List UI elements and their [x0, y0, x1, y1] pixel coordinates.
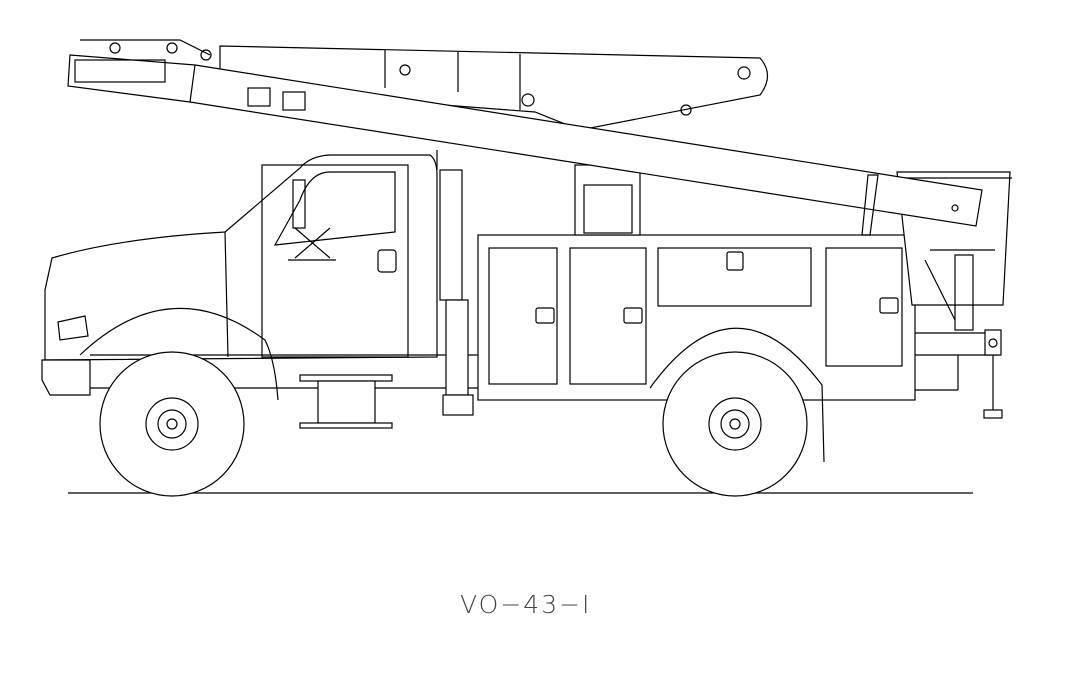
- cab-step: [299, 374, 393, 429]
- upper-boom: [219, 45, 769, 131]
- boom-pedestal: [574, 164, 641, 236]
- front-wheel: [99, 351, 245, 497]
- lower-boom: [67, 39, 983, 236]
- model-label: VO−43−I: [460, 590, 592, 619]
- rear-fender: [649, 327, 825, 463]
- rear-outrigger: [983, 329, 1003, 419]
- cab: [41, 154, 478, 401]
- front-outrigger: [436, 150, 474, 416]
- rear-wheel: [662, 351, 808, 497]
